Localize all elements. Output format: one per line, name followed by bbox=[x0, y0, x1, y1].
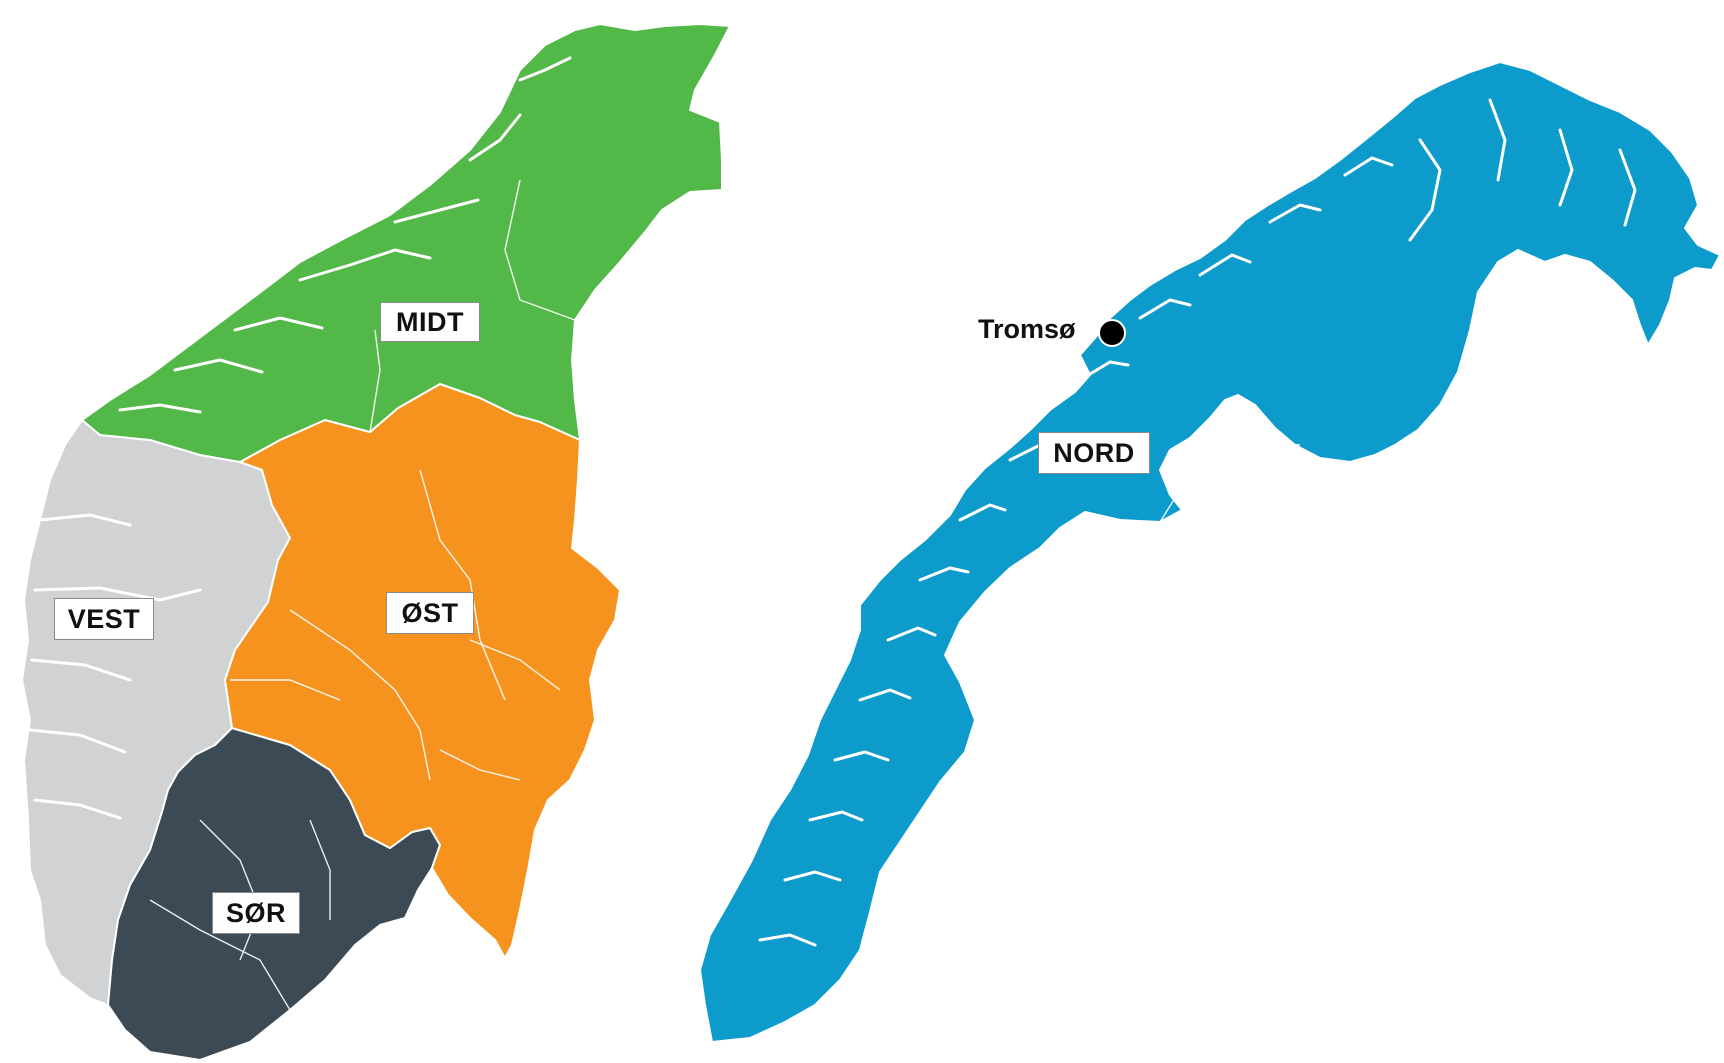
region-label-midt[interactable]: MIDT bbox=[380, 302, 480, 342]
county-borders bbox=[149, 179, 1301, 1011]
region-nord-shape[interactable] bbox=[699, 61, 1721, 1043]
region-label-nord[interactable]: NORD bbox=[1038, 432, 1150, 474]
tromso-city-label: Tromsø bbox=[978, 314, 1076, 344]
fjords-nord bbox=[758, 98, 1637, 947]
region-label-vest[interactable]: VEST bbox=[54, 598, 154, 640]
fjords-west-coast bbox=[28, 56, 572, 820]
region-label-ost[interactable]: ØST bbox=[386, 592, 474, 634]
tromso-city-marker[interactable] bbox=[1098, 319, 1126, 347]
region-midt-shape[interactable] bbox=[81, 23, 731, 463]
region-label-sor[interactable]: SØR bbox=[212, 892, 300, 934]
